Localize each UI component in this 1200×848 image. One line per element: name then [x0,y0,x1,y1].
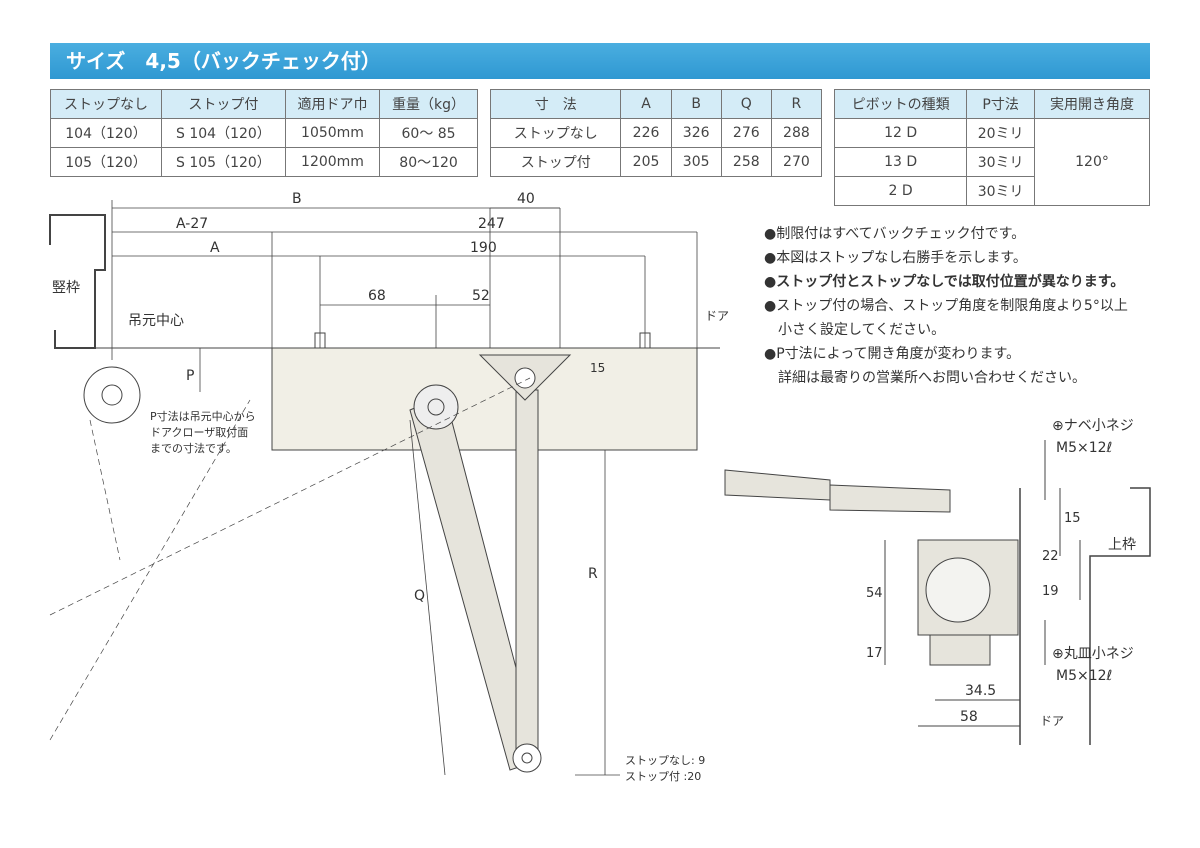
cell: S 104（120） [160,118,286,148]
frame-label: 上枠 [1108,537,1136,553]
th: ストップ付 [160,89,286,119]
cell: S 105（120） [160,147,286,177]
cell: 12 D [833,118,968,148]
cell: 104（120） [50,118,162,148]
mount-screw [314,332,326,349]
dim-label: A [210,240,220,256]
cell: 2 D [833,176,968,206]
p-note: ドアクローザ取付面 [150,426,248,439]
th: P寸法 [966,89,1036,119]
stop-note: ストップなし: 9 [625,754,705,767]
note: ●P寸法によって開き角度が変わります。 [764,346,1021,362]
stop-note: ストップ付 :20 [625,770,701,783]
mount-screw [639,332,651,349]
th: 重量（kg） [379,89,478,119]
cell: ストップ付 [489,147,622,177]
cell: 305 [670,147,722,177]
swing-lines [49,377,531,741]
notes: ●制限付はすべてバックチェック付です。 ●本図はストップなし右勝手を示します。 … [764,222,1128,390]
angle-cell: 120° [1034,118,1150,206]
cell: 105（120） [50,147,162,177]
note: 詳細は最寄りの営業所へお問い合わせください。 [778,370,1086,386]
door-label: ドア [705,309,729,323]
cell: 226 [620,118,672,148]
cell: 270 [770,147,823,177]
th: R [770,89,823,119]
forearm [515,389,539,761]
note: ●制限付はすべてバックチェック付です。 [764,226,1026,242]
frame-label: 竪枠 [52,280,80,296]
cell: 205 [620,147,672,177]
hinge-pivot [83,366,141,424]
closer-body [271,347,698,451]
model-table: ストップなしストップ付適用ドア巾重量（kg） 104（120）S 104（120… [50,89,478,177]
dim-label: R [588,566,598,582]
note: 小さく設定してください。 [778,322,946,338]
th: B [670,89,722,119]
note: ●ストップ付とストップなしでは取付位置が異なります。 [764,274,1125,290]
side-view [724,440,1151,745]
dim-label: 15 [1064,511,1081,526]
q-dimension [409,419,446,776]
bracket-pivot [514,367,536,389]
dim-label: P [186,368,194,384]
screw-label: M5×12ℓ [1056,440,1112,456]
dim-label: 52 [472,288,490,304]
dim-label: 190 [470,240,497,256]
dim-label: 17 [866,646,883,661]
dim-label: 34.5 [965,683,996,699]
pivot-label: 吊元中心 [128,313,184,329]
cell: 30ミリ [966,147,1036,177]
arm-joint [512,743,542,773]
dim-label: 19 [1042,584,1059,599]
cell: 60～ 85 [379,118,478,148]
th: ストップなし [50,89,162,119]
section-title: サイズ 4,5（バックチェック付） [50,43,1150,79]
dim-label: B [292,191,302,207]
th: Q [720,89,772,119]
dim-label: 247 [478,216,505,232]
note: ●本図はストップなし右勝手を示します。 [764,250,1027,266]
th: 寸 法 [489,89,622,119]
dimension-lines [111,200,698,776]
dim-label: 68 [368,288,386,304]
screw-label: ⊕丸皿小ネジ [1052,646,1134,662]
dim-label: 40 [517,191,535,207]
screw-label: ⊕ナベ小ネジ [1052,418,1134,434]
dim-label: 15 [590,361,605,375]
th: 実用開き角度 [1034,89,1150,119]
cell: 1050mm [284,118,381,148]
cell: 258 [720,147,772,177]
p-note: までの寸法です。 [150,441,237,455]
cell: 80～120 [379,147,478,177]
dim-label: 22 [1042,549,1059,564]
cell: ストップなし [489,118,622,148]
p-note: P寸法は吊元中心から [150,409,256,423]
dim-label: 58 [960,709,978,725]
th: ピボットの種類 [833,89,968,119]
door-label: ドア [1040,714,1064,728]
cell: 1200mm [284,147,381,177]
cell: 13 D [833,147,968,177]
cell: 30ミリ [966,176,1036,206]
pinion [413,384,459,430]
dim-label: 54 [866,586,883,601]
dim-label: A-27 [176,216,208,232]
note: ●ストップ付の場合、ストップ角度を制限角度より5°以上 [764,298,1128,314]
screw-label: M5×12ℓ [1056,668,1112,684]
th: 適用ドア巾 [284,89,381,119]
dim-label: Q [414,588,425,604]
